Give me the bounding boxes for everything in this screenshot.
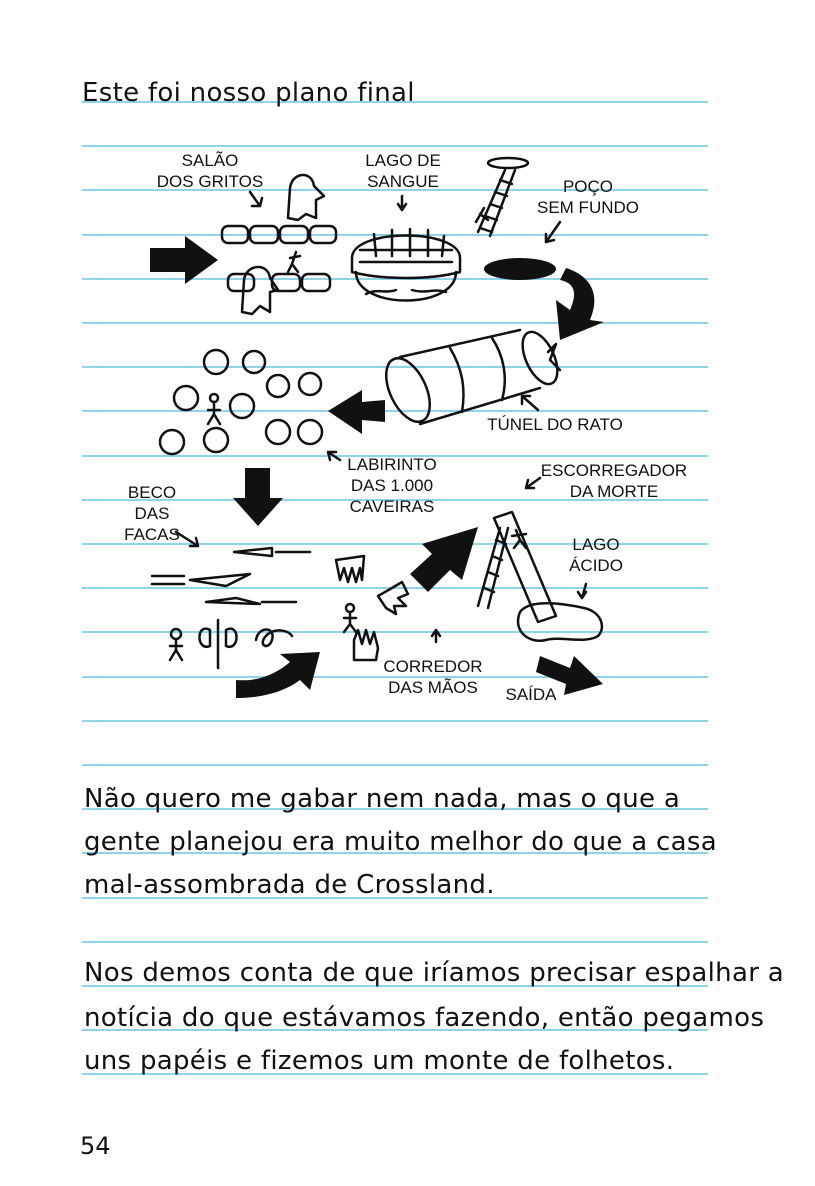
grabbing-hands-icon	[334, 554, 410, 662]
ruled-line	[82, 808, 708, 810]
ruled-line	[82, 189, 708, 191]
ghost-icon	[286, 173, 326, 222]
acid-lake-icon	[516, 602, 604, 643]
ruled-line	[82, 366, 708, 368]
bottomless-pit-icon	[484, 258, 556, 280]
ruled-line	[82, 410, 708, 412]
skull-pile-icon	[158, 348, 324, 456]
ruled-line	[82, 941, 708, 943]
paragraph-2-line-1: Nos demos conta de que iríamos precisar …	[84, 958, 784, 988]
label-rat-tunnel: TÚNEL DO RATO	[487, 415, 623, 434]
ruled-line	[82, 101, 708, 103]
page-number: 54	[80, 1132, 111, 1160]
ruled-line	[82, 720, 708, 722]
arrow-entrance-icon	[150, 236, 218, 284]
ruled-line	[82, 676, 708, 678]
label-exit: SAÍDA	[505, 685, 557, 704]
axe-icon	[198, 618, 238, 670]
arrow-curve-bottom-icon	[236, 652, 320, 698]
ruled-line	[82, 455, 708, 457]
ruled-line	[82, 852, 708, 854]
blood-lake-pool-icon	[350, 227, 462, 302]
arrow-exit-icon	[536, 656, 603, 695]
ruled-line	[82, 764, 708, 766]
arrow-left-icon	[328, 390, 385, 434]
ruled-line	[82, 985, 708, 987]
arrow-down-icon	[233, 468, 283, 526]
stick-figure-icon	[168, 638, 184, 662]
knives-icon	[150, 546, 312, 606]
ruled-line	[82, 145, 708, 147]
paragraph-2-line-3: uns papéis e fizemos um monte de folheto…	[84, 1046, 675, 1076]
ruled-line	[82, 499, 708, 501]
ruled-line	[82, 1073, 708, 1075]
ruled-line	[82, 322, 708, 324]
paragraph-2-line-2: notícia do que estávamos fazendo, então …	[84, 1003, 765, 1033]
rope-loop-icon	[254, 628, 294, 648]
screaming-hall-blocks	[220, 224, 338, 293]
death-slide-icon	[476, 510, 558, 624]
arrow-diagonal-up-icon	[410, 527, 478, 592]
page-heading: Este foi nosso plano final	[82, 78, 415, 108]
rat-tunnel-icon	[385, 328, 562, 426]
paragraph-1-line-2: gente planejou era muito melhor do que a…	[84, 827, 717, 857]
stick-figure-icon	[206, 402, 222, 426]
ruled-line	[82, 587, 708, 589]
ruled-line	[82, 897, 708, 899]
ruled-line	[82, 543, 708, 545]
ghost-icon	[240, 265, 280, 316]
stick-figure-icon	[286, 250, 302, 274]
paragraph-1-line-1: Não quero me gabar nem nada, mas o que a	[84, 784, 681, 814]
paragraph-1-line-3: mal-assombrada de Crossland.	[84, 870, 495, 900]
arrow-curve-down-icon	[556, 268, 604, 340]
ruled-line	[82, 631, 708, 633]
rope-ladder-icon	[474, 156, 530, 238]
stick-figure-icon	[342, 612, 358, 634]
ruled-line	[82, 1029, 708, 1031]
